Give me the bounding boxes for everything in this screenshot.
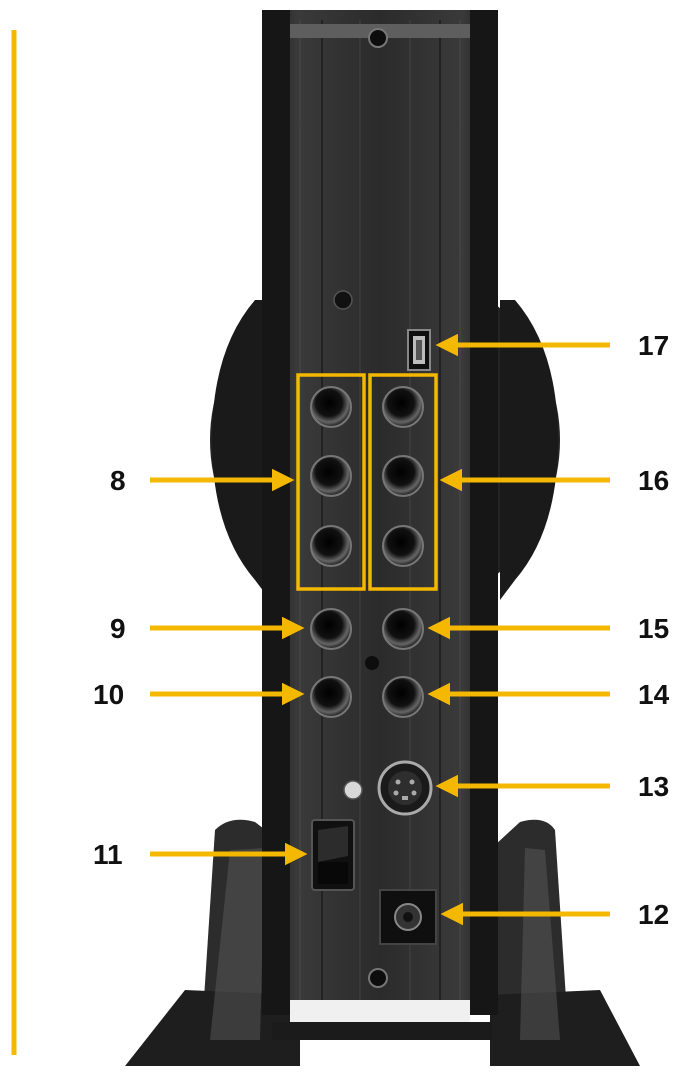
jack-10 [310,676,352,718]
jack-15 [382,608,424,650]
callout-label-13: 13 [638,771,669,802]
highlight-box [296,373,366,591]
callout-label-14: 14 [638,679,670,710]
jack [310,386,352,428]
dc-power-inlet-12 [379,889,437,945]
callouts: 8 9 10 11 17 16 15 14 13 12 [93,330,670,930]
callout-label-10: 10 [93,679,124,710]
jack-14 [382,676,424,718]
callout-label-9: 9 [110,613,126,644]
callout-label-12: 12 [638,899,669,930]
jack [310,525,352,567]
connector-group-16 [368,373,438,591]
s-video-port-13 [377,760,433,816]
mini-usb-port-17 [407,329,431,371]
callout-label-15: 15 [638,613,669,644]
callout-label-8: 8 [110,465,126,496]
jack [382,525,424,567]
callout-label-11: 11 [93,839,123,870]
callout-label-16: 16 [638,465,669,496]
highlight-box [368,373,438,591]
power-switch-11 [311,819,355,891]
callout-label-17: 17 [638,330,669,361]
connector-group-8 [296,373,366,591]
jack [382,386,424,428]
jack-9 [310,608,352,650]
jack [382,455,424,497]
jack [310,455,352,497]
